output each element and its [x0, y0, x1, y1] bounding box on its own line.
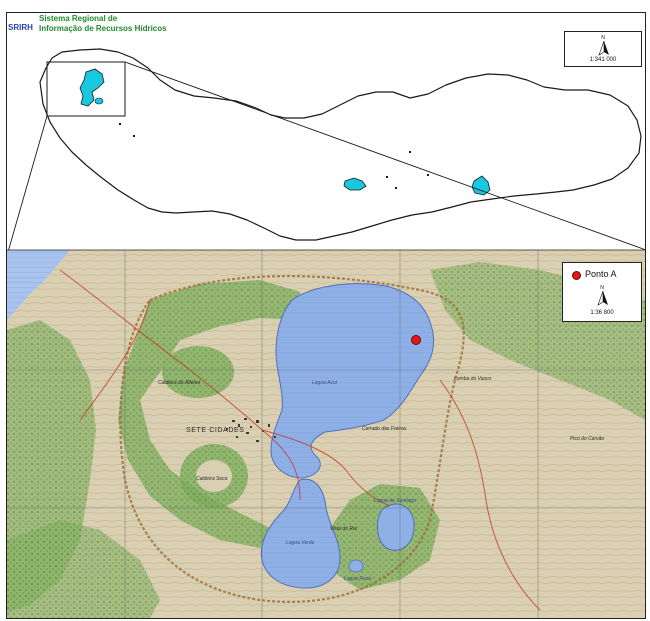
overview-zoom-box: [46, 61, 126, 117]
roads: [59, 269, 541, 611]
overview-map: [7, 48, 647, 253]
ponto-a-legend-label: Ponto A: [585, 269, 617, 279]
island-outline: [39, 48, 642, 241]
label-lomba-vasco: Lomba do Vasco: [454, 376, 492, 382]
lake-lagoa-santiago: [377, 503, 415, 551]
map-frame: [6, 12, 646, 619]
ponto-a-marker[interactable]: [411, 335, 421, 345]
detail-map: SETE CIDADES Lagoa Azul Lagoa Verde Cald…: [7, 250, 645, 618]
detail-scale-text: 1:36 800: [590, 310, 614, 316]
header-name-line2: Informação de Recursos Hídricos: [39, 24, 167, 33]
header-acronym: SRIRH: [8, 23, 33, 32]
leader-line-left: [7, 115, 48, 253]
ponto-a-legend-symbol: [572, 271, 581, 280]
label-caldeira-seca: Caldeira Seca: [196, 476, 228, 482]
islets: [119, 123, 429, 189]
header-name-line1: Sistema Regional de: [39, 14, 118, 23]
crater-rim-ridge: [119, 274, 465, 603]
label-lagoa-rasa: Lagoa Rasa: [344, 576, 371, 582]
detail-north-label: N: [600, 285, 604, 291]
overview-lake-sete-cidades: [79, 68, 105, 107]
overview-north-scale-box: N 1:341 000: [564, 31, 642, 67]
lake-lagoa-rasa: [348, 559, 364, 573]
overview-lake-fogo: [343, 177, 367, 191]
detail-legend-box: Ponto A N 1:36 800: [562, 262, 642, 322]
label-cerrado-freiras: Cerrado das Freiras: [362, 426, 407, 432]
label-vista-rei: Vista do Rei: [330, 526, 358, 532]
overview-lake-small: [94, 97, 104, 105]
label-lagoa-azul: Lagoa Azul: [312, 380, 338, 386]
north-arrow-icon: [598, 40, 609, 56]
overview-scale-text: 1:341 000: [589, 57, 617, 63]
label-lagoa-santiago: Lagoa de Santiago: [374, 498, 416, 504]
label-pico-carvao: Pico do Carvão: [570, 436, 604, 442]
label-caldeira-alferes: Caldeira do Alferes: [158, 380, 201, 386]
overview-north-label: N: [601, 35, 605, 41]
map-grid: [7, 250, 645, 618]
label-sete-cidades: SETE CIDADES: [186, 427, 245, 434]
label-lagoa-verde: Lagoa Verde: [286, 540, 315, 546]
leader-line-right: [124, 61, 647, 251]
north-arrow-icon: [597, 290, 608, 306]
